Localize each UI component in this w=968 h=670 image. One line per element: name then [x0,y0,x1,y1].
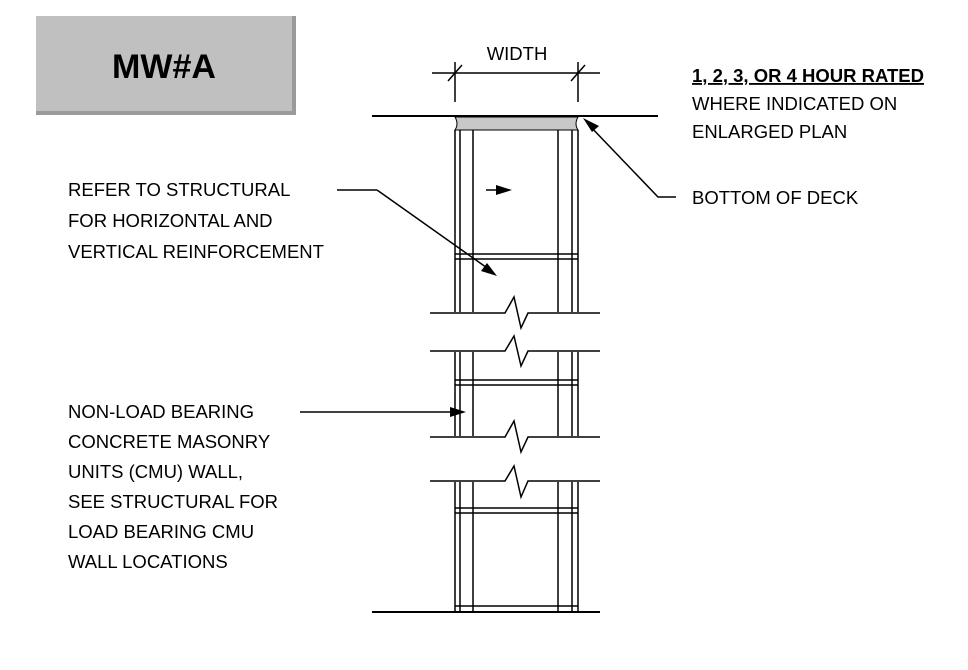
cmu-line-4: SEE STRUCTURAL FOR [68,491,278,512]
rating-line-1: WHERE INDICATED ON [692,93,897,114]
cmu-line-2: CONCRETE MASONRY [68,431,270,452]
cmu-line-1: NON-LOAD BEARING [68,401,254,422]
cmu-line-6: WALL LOCATIONS [68,551,228,572]
reinforcement-leaders [337,185,512,276]
rating-heading: 1, 2, 3, OR 4 HOUR RATED [692,65,924,86]
grout-fill [454,116,579,131]
detail-tag: MW#A [36,16,296,115]
deck-arrowhead [583,118,599,132]
cmu-note: NON-LOAD BEARING CONCRETE MASONRY UNITS … [68,401,278,572]
deck-note: BOTTOM OF DECK [692,187,859,208]
break-lines [430,294,600,500]
reinforcement-line-1: REFER TO STRUCTURAL [68,179,290,200]
dimension-label: WIDTH [487,43,548,64]
cmu-line-5: LOAD BEARING CMU [68,521,254,542]
detail-tag-label: MW#A [112,48,216,86]
rating-line-2: ENLARGED PLAN [692,121,847,142]
mortar-joints [455,253,578,607]
reinforcement-line-2: FOR HORIZONTAL AND [68,210,273,231]
deck-leader [587,123,676,198]
width-dimension [432,62,600,102]
cmu-line-3: UNITS (CMU) WALL, [68,461,243,482]
reinforcement-note: REFER TO STRUCTURAL FOR HORIZONTAL AND V… [68,179,324,262]
rating-note: 1, 2, 3, OR 4 HOUR RATED WHERE INDICATED… [692,65,924,142]
tag-box [36,16,292,111]
cmu-leader [300,407,466,417]
reinforcement-line-3: VERTICAL REINFORCEMENT [68,241,324,262]
cmu-wall [454,130,579,612]
